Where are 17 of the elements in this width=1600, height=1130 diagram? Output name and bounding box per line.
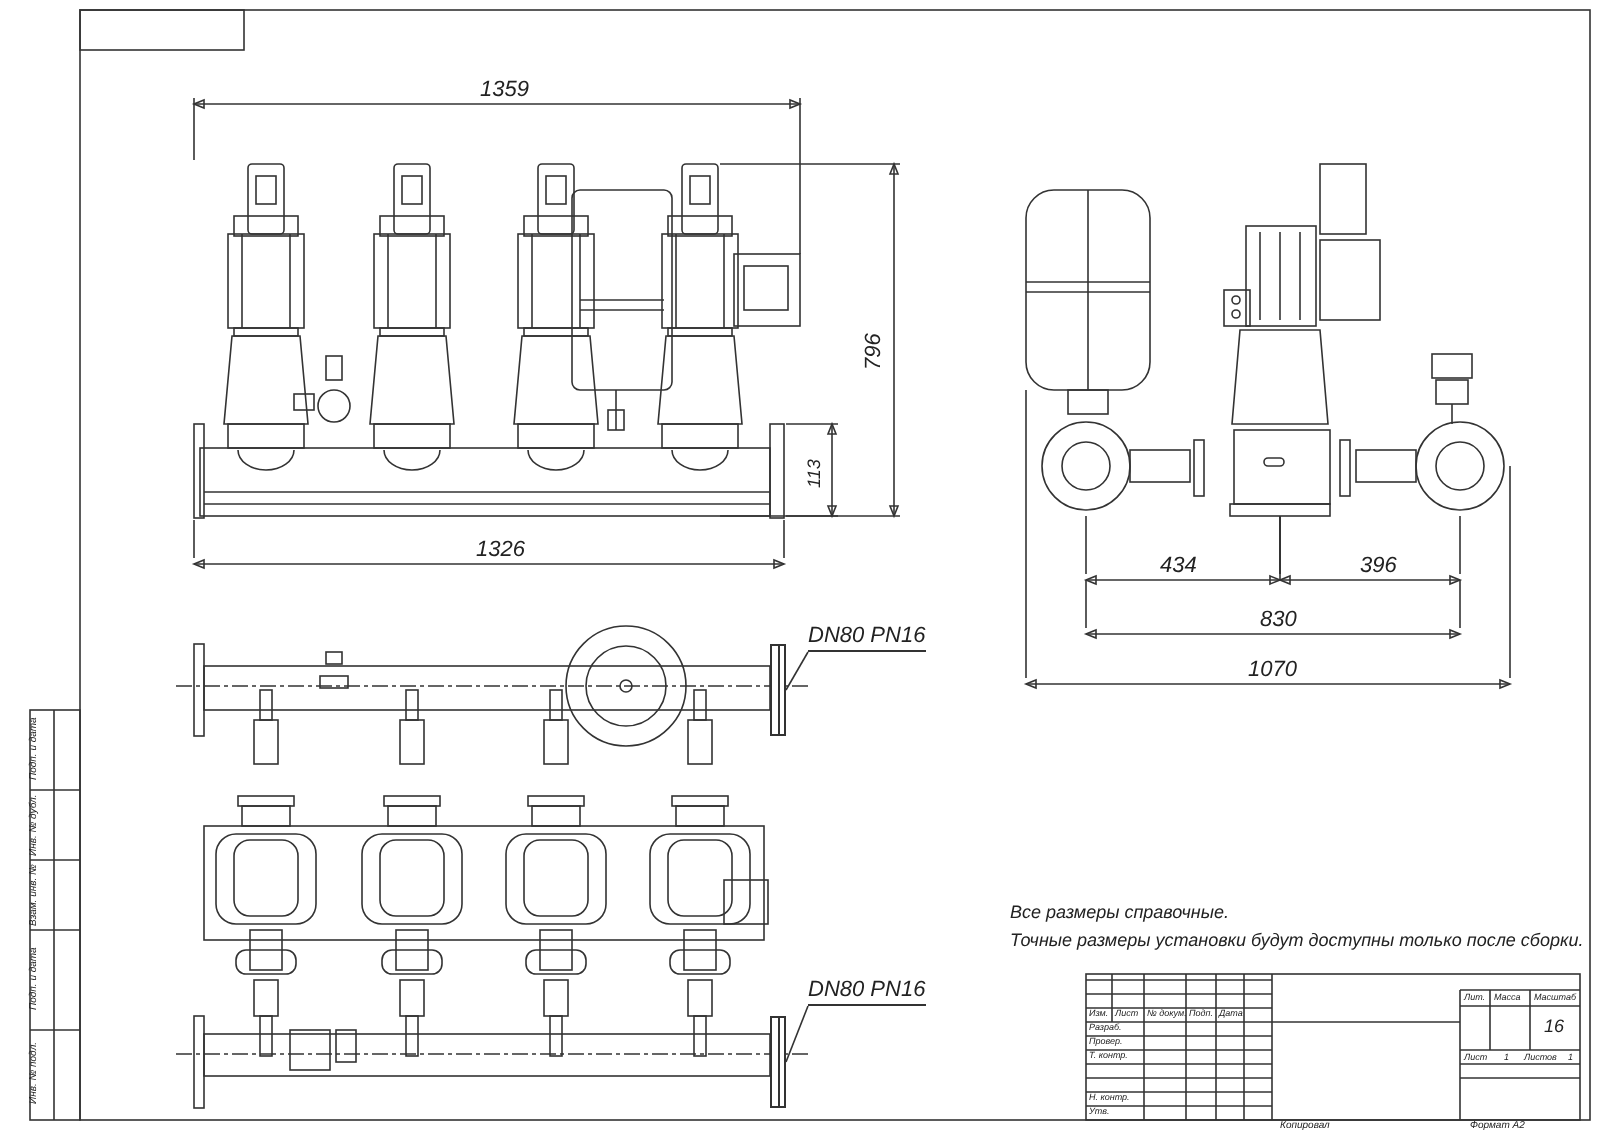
dimension-value: 1326	[476, 540, 525, 562]
dimension-value: 434	[1160, 556, 1197, 578]
note-text: Все размеры справочные.	[1010, 904, 1230, 922]
dimension-value: 796	[864, 333, 886, 370]
dimension-value: 1070	[1248, 660, 1297, 682]
size-label: DN80 PN16	[808, 980, 926, 1006]
dimension-value: 1359	[480, 80, 529, 102]
dimension-value: 830	[1260, 610, 1297, 632]
table-text: 16	[1544, 1018, 1565, 1036]
note-text: Точные размеры установки будут доступны только после сборки.	[1010, 932, 1584, 950]
dimension-value: 113	[806, 459, 824, 488]
dimension-value: 396	[1360, 556, 1397, 578]
leader-line	[785, 1005, 809, 1063]
leader-line	[785, 651, 809, 691]
pipe-flange	[770, 1016, 786, 1108]
pipe-flange	[770, 644, 786, 736]
size-label: DN80 PN16	[808, 626, 926, 652]
